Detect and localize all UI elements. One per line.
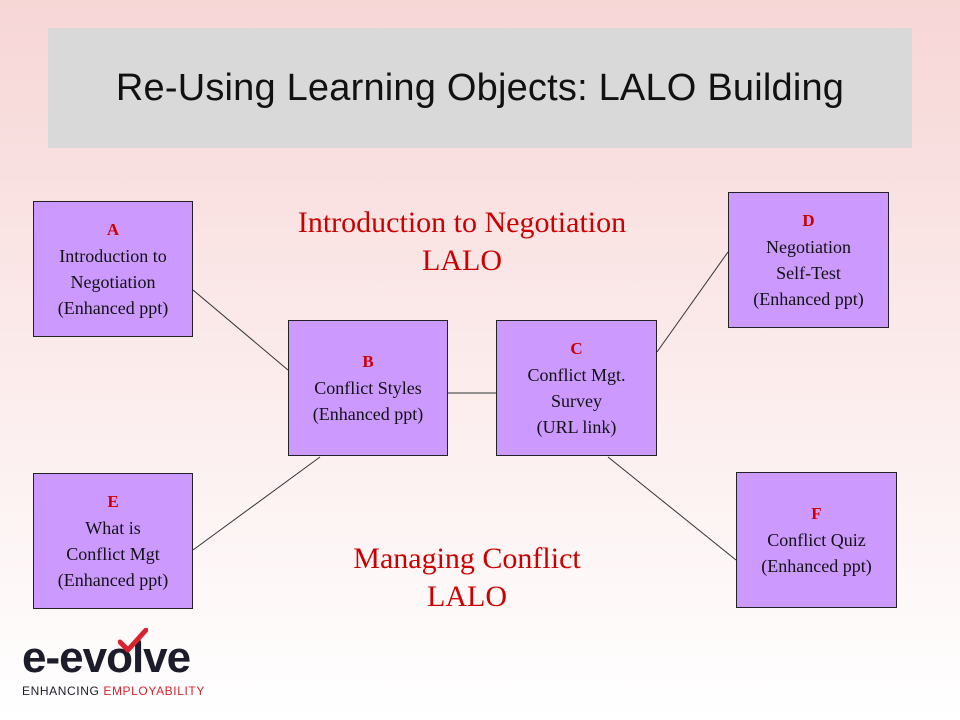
node-text: Conflict Styles — [314, 378, 422, 398]
e-evolve-logo: e-evolve ENHANCING EMPLOYABILITY — [22, 628, 205, 698]
node-text: Negotiation — [766, 237, 851, 257]
node-text: Negotiation — [70, 272, 156, 292]
node-text: Conflict Mgt. — [527, 365, 626, 385]
connector-c-f — [607, 456, 737, 561]
node-text: Survey — [551, 391, 602, 411]
connector-a-b — [192, 289, 289, 371]
connector-c-d — [656, 251, 729, 353]
lalo-label-line: Managing Conflict — [353, 542, 581, 575]
logo-tagline-accent: EMPLOYABILITY — [103, 684, 205, 698]
lalo-label-line: LALO — [427, 580, 507, 613]
node-d: D Negotiation Self-Test (Enhanced ppt) — [728, 192, 889, 328]
title-bar: Re-Using Learning Objects: LALO Building — [48, 28, 912, 148]
node-text: (Enhanced ppt) — [761, 556, 872, 576]
check-mark-icon — [118, 628, 148, 653]
node-text: Introduction to — [59, 246, 167, 266]
node-text: Self-Test — [776, 263, 841, 283]
node-text: Conflict Mgt — [66, 544, 160, 564]
node-text: (Enhanced ppt) — [57, 298, 169, 318]
node-text: Conflict Quiz — [767, 530, 866, 550]
node-c: C Conflict Mgt. Survey (URL link) — [496, 320, 657, 456]
node-text: (Enhanced ppt) — [57, 570, 169, 590]
lalo-label-negotiation: Introduction to Negotiation LALO — [232, 204, 692, 280]
node-f: F Conflict Quiz (Enhanced ppt) — [736, 472, 897, 608]
node-text: (Enhanced ppt) — [753, 289, 864, 309]
node-letter: E — [107, 492, 119, 511]
node-letter: D — [802, 211, 815, 230]
node-letter: A — [106, 220, 120, 239]
node-text: (URL link) — [536, 417, 617, 437]
logo-wordmark: e-evolve — [22, 633, 191, 682]
node-text: (Enhanced ppt) — [312, 404, 424, 424]
page-title: Re-Using Learning Objects: LALO Building — [115, 66, 845, 109]
logo-tagline-plain: ENHANCING — [22, 684, 104, 698]
node-b: B Conflict Styles (Enhanced ppt) — [288, 320, 448, 456]
node-letter: B — [362, 352, 374, 371]
logo-tagline: ENHANCING EMPLOYABILITY — [22, 684, 205, 698]
lalo-label-line: LALO — [422, 244, 502, 277]
node-e: E What is Conflict Mgt (Enhanced ppt) — [33, 473, 193, 609]
lalo-label-line: Introduction to Negotiation — [297, 206, 627, 239]
node-letter: C — [570, 339, 583, 358]
connector-b-e — [192, 456, 321, 551]
node-a: A Introduction to Negotiation (Enhanced … — [33, 201, 193, 337]
node-text: What is — [85, 518, 141, 538]
lalo-label-conflict: Managing Conflict LALO — [262, 540, 672, 616]
node-letter: F — [811, 504, 822, 523]
